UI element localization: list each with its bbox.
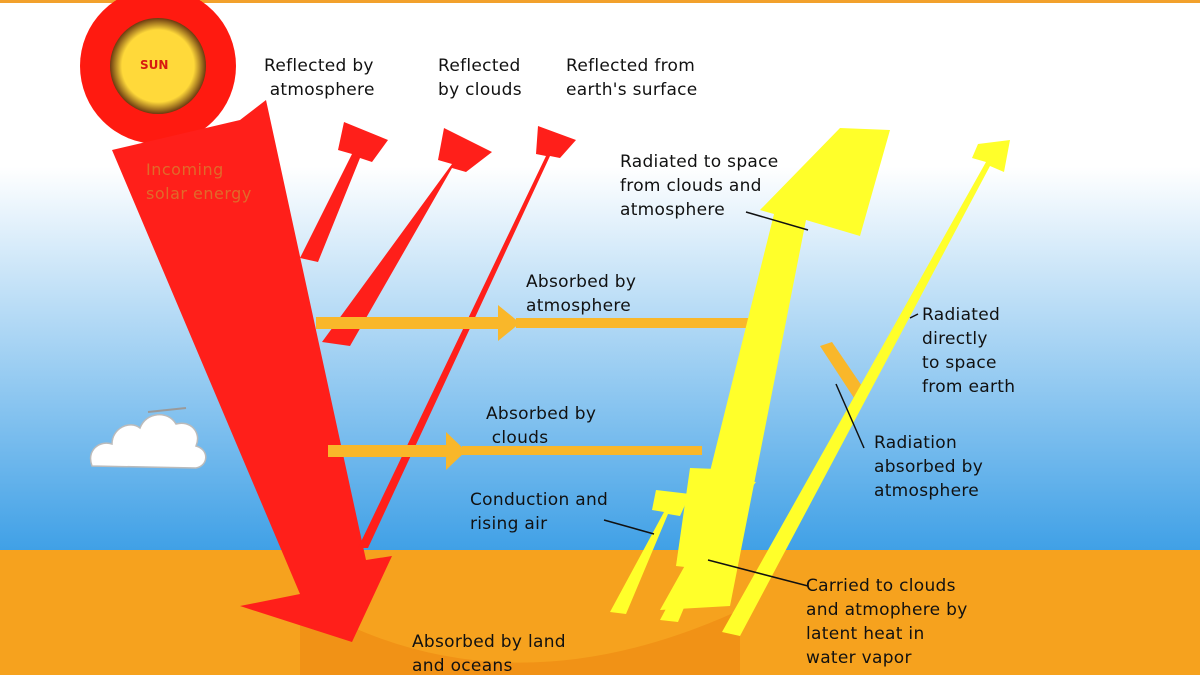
- top-border: [0, 0, 1200, 3]
- pointer-radiated-directly: [909, 313, 919, 319]
- conduction-label: Conduction and rising air: [470, 490, 609, 534]
- cloud-shape: [89, 414, 207, 469]
- conduction-arrow: [610, 490, 690, 614]
- reflected-clouds-arrow: [322, 128, 492, 346]
- cloud-anvil: [147, 407, 187, 413]
- absorbed-atmosphere-label: Absorbed by atmosphere: [526, 272, 637, 316]
- absorbed-atmosphere-arrow: [316, 305, 520, 341]
- radiation-absorbed-arrow: [820, 342, 866, 398]
- radiated-directly-label: Radiated directly to space from earth: [922, 305, 1016, 397]
- ground-band: [0, 550, 1200, 675]
- reflected-surface-label: Reflected from earth's surface: [566, 56, 698, 100]
- radiation-absorbed-label: Radiation absorbed by atmosphere: [874, 433, 984, 501]
- absorbed-clouds-arrow: [328, 432, 466, 470]
- solar-arrows: [112, 100, 576, 642]
- absorbed-land-label: Absorbed by land and oceans: [412, 632, 566, 675]
- incoming-solar-label: Incoming solar energy: [146, 160, 252, 203]
- absorbed-clouds-band: [462, 446, 702, 455]
- pointer-radiated-space: [745, 211, 809, 231]
- ground-absorption-glow: [300, 600, 740, 675]
- sun-core: [110, 18, 206, 114]
- reflected-surface-arrow: [358, 126, 576, 548]
- sun-icon: [80, 0, 236, 144]
- latent-heat-arrow: [660, 478, 756, 622]
- radiated-directly-arrow: [722, 140, 1010, 636]
- sun-label: SUN: [140, 58, 169, 72]
- pointer-carried-clouds: [707, 559, 809, 587]
- radiated-space-label: Radiated to space from clouds and atmosp…: [620, 152, 779, 220]
- cloud-icon: [89, 407, 207, 469]
- infrared-arrows: [610, 128, 1010, 636]
- incoming-solar-arrow: [112, 100, 392, 642]
- pointer-lines: [603, 211, 919, 587]
- absorbed-atmosphere-band: [516, 318, 756, 328]
- reflected-atmosphere-label: Reflected by atmosphere: [264, 56, 375, 100]
- reflected-clouds-label: Reflected by clouds: [438, 56, 522, 100]
- carried-clouds-label: Carried to clouds and atmophere by laten…: [806, 576, 968, 668]
- pointer-radiation-absorbed: [835, 383, 865, 449]
- absorbed-arrows: [316, 305, 866, 470]
- pointer-conduction: [603, 519, 655, 535]
- reflected-atmosphere-arrow: [300, 122, 388, 262]
- absorbed-clouds-label: Absorbed by clouds: [486, 404, 597, 448]
